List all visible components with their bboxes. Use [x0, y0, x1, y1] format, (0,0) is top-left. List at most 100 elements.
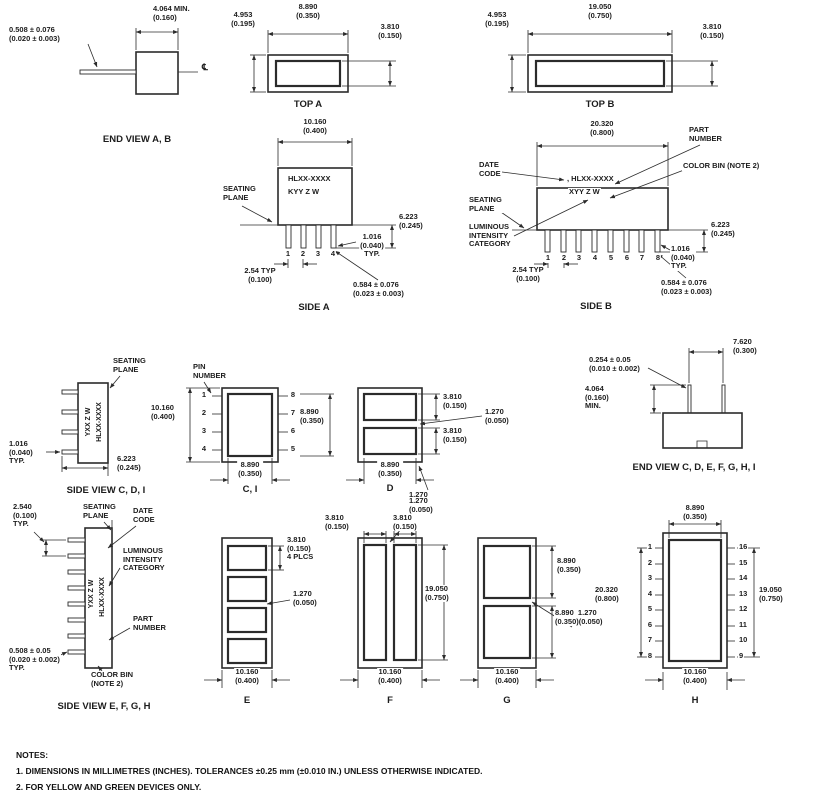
label-sideb-seating-plane: SEATING PLANE: [468, 195, 503, 214]
title-h: H: [690, 695, 700, 707]
dim-sideb-length: 20.320 (0.800): [589, 119, 615, 138]
dim-d-inner-width: 8.890 (0.350): [377, 460, 403, 479]
dim-e-seg-height: 3.810 (0.150) 4 PLCS: [286, 535, 315, 562]
label-sideb-color-bin: COLOR BIN (NOTE 2): [682, 161, 761, 171]
pin-sideb-1: 1: [544, 253, 552, 263]
dim-g-seg2-height: 8.890 1.270 (0.350)(0.050): [554, 608, 604, 627]
text-sidea-partnum: HLXX-XXXX: [287, 174, 332, 184]
text-sideb-datecode: XYY Z W: [568, 187, 601, 197]
dim-sidea-pin-width: 1.016 (0.040) TYP.: [359, 232, 385, 259]
dim-ci-inner-width: 8.890 (0.350): [237, 460, 263, 479]
dim-sideb-pitch: 2.54 TYP (0.100): [511, 265, 545, 284]
dim-d-gap: 1.270 (0.050): [484, 407, 510, 426]
pin-sidea-1: 1: [284, 249, 292, 259]
title-side-b: SIDE B: [579, 301, 613, 313]
label-svefgh-date-code: DATE CODE: [132, 506, 156, 525]
title-g: G: [502, 695, 512, 707]
pin-ci-left-4: 4: [200, 444, 208, 454]
vtext-svcdi-partnum: HLXX-XXXX: [95, 401, 105, 443]
dim-d-seg1-height: 3.810 (0.150): [442, 392, 468, 411]
pin-ci-left-3: 3: [200, 426, 208, 436]
pin-h-left-8: 8: [646, 651, 654, 661]
notes-heading: NOTES:: [16, 750, 49, 760]
dim-svefgh-pin-thk: 0.508 ± 0.05 (0.020 ± 0.002) TYP.: [8, 646, 61, 673]
dim-f-seg2-width: 3.810 (0.150): [392, 513, 418, 532]
pin-sidea-3: 3: [314, 249, 322, 259]
dim-endab-top: 4.064 MIN. (0.160): [152, 4, 191, 23]
label-svcdi-seating-plane: SEATING PLANE: [112, 356, 147, 375]
pin-ci-left-1: 1: [200, 390, 208, 400]
pin-sideb-6: 6: [623, 253, 631, 263]
label-sideb-part-number: PART NUMBER: [688, 125, 723, 144]
vtext-svefgh-partnum: HLXX-XXXX: [98, 576, 108, 618]
pin-h-left-2: 2: [646, 558, 654, 568]
label-svefgh-color-bin: COLOR BIN (NOTE 2): [90, 670, 135, 689]
dim-f-gap: 1.270 (0.050): [408, 496, 434, 515]
pin-ci-right-8: 8: [289, 390, 297, 400]
label-sideb-luminous: LUMINOUS INTENSITY CATEGORY: [468, 222, 512, 249]
dim-sidea-standoff: 6.223 (0.245): [398, 212, 424, 231]
title-e: E: [242, 695, 252, 707]
title-side-view-cdi: SIDE VIEW C, D, I: [65, 485, 147, 497]
pin-sideb-5: 5: [607, 253, 615, 263]
dim-ci-length: 10.160 (0.400): [150, 403, 176, 422]
dim-e-gap: 1.270 (0.050): [292, 589, 318, 608]
dim-svcdi-pin-width: 1.016 (0.040) TYP.: [8, 439, 34, 466]
pin-h-right-12: 12: [738, 604, 749, 614]
label-svefgh-luminous: LUMINOUS INTENSITY CATEGORY: [122, 546, 166, 573]
vtext-svcdi-datecode: YXX Z W: [84, 406, 94, 438]
pin-h-right-10: 10: [738, 635, 749, 645]
pin-ci-right-6: 6: [289, 426, 297, 436]
pin-h-left-3: 3: [646, 573, 654, 583]
dim-h-length: 20.320 (0.800): [594, 585, 620, 604]
title-end-view-full: END VIEW C, D, E, F, G, H, I: [631, 462, 757, 474]
dim-f-seg1-width: 3.810 (0.150): [324, 513, 350, 532]
dim-h-width: 10.160 (0.400): [682, 667, 708, 686]
vtext-svefgh-datecode: YXX Z W: [87, 578, 97, 610]
pin-sidea-4: 4: [329, 249, 337, 259]
pin-h-right-11: 11: [738, 620, 748, 630]
dim-sidea-pitch: 2.54 TYP (0.100): [243, 266, 277, 285]
dim-ev-lead-spacing: 7.620 (0.300): [732, 337, 758, 356]
dim-sidea-pin-thk: 0.584 ± 0.076 (0.023 ± 0.003): [352, 280, 405, 299]
dim-topa-width: 8.890 (0.350): [295, 2, 321, 21]
label-sidea-seating-plane: SEATING PLANE: [222, 184, 257, 203]
dim-topb-width: 19.050 (0.750): [587, 2, 613, 21]
title-top-b: TOP B: [584, 99, 616, 111]
title-side-a: SIDE A: [297, 302, 331, 314]
dim-h-pin-span: 19.050 (0.750): [758, 585, 784, 604]
dim-sideb-pin-width: 1.016 (0.040) TYP.: [670, 244, 696, 271]
pin-ci-left-2: 2: [200, 408, 208, 418]
pin-h-left-5: 5: [646, 604, 654, 614]
dim-ci-inner-height: 8.890 (0.350): [299, 407, 325, 426]
dim-ev-lead-thk: 0.254 ± 0.05 (0.010 ± 0.002): [588, 355, 641, 374]
centerline-symbol: ℄: [201, 62, 209, 73]
title-end-view-ab: END VIEW A, B: [101, 134, 173, 146]
dim-f-width: 10.160 (0.400): [377, 667, 403, 686]
dim-sidea-length: 10.160 (0.400): [302, 117, 328, 136]
pin-ci-right-5: 5: [289, 444, 297, 454]
pin-sideb-4: 4: [591, 253, 599, 263]
dim-topb-height: 4.953 (0.195): [484, 10, 510, 29]
dim-sideb-standoff: 6.223 (0.245): [710, 220, 736, 239]
title-top-a: TOP A: [292, 99, 324, 111]
dim-g-width: 10.160 (0.400): [494, 667, 520, 686]
pin-h-right-16: 16: [738, 542, 749, 552]
label-svefgh-seating-plane: SEATING PLANE: [82, 502, 117, 521]
title-f: F: [386, 695, 394, 707]
dim-e-width: 10.160 (0.400): [234, 667, 260, 686]
label-sideb-date-code: DATE CODE: [478, 160, 502, 179]
title-d: D: [385, 483, 395, 495]
dim-topb-window: 3.810 (0.150): [699, 22, 725, 41]
title-side-view-efgh: SIDE VIEW E, F, G, H: [56, 701, 152, 713]
pin-ci-right-7: 7: [289, 408, 297, 418]
pin-h-left-6: 6: [646, 620, 654, 630]
text-sidea-datecode: KYY Z W: [287, 187, 321, 197]
note-2: 2. FOR YELLOW AND GREEN DEVICES ONLY.: [16, 782, 202, 792]
pin-sidea-2: 2: [299, 249, 307, 259]
pin-sideb-3: 3: [575, 253, 583, 263]
dim-topa-window: 3.810 (0.150): [377, 22, 403, 41]
dim-g-seg1-height: 8.890 (0.350): [556, 556, 582, 575]
